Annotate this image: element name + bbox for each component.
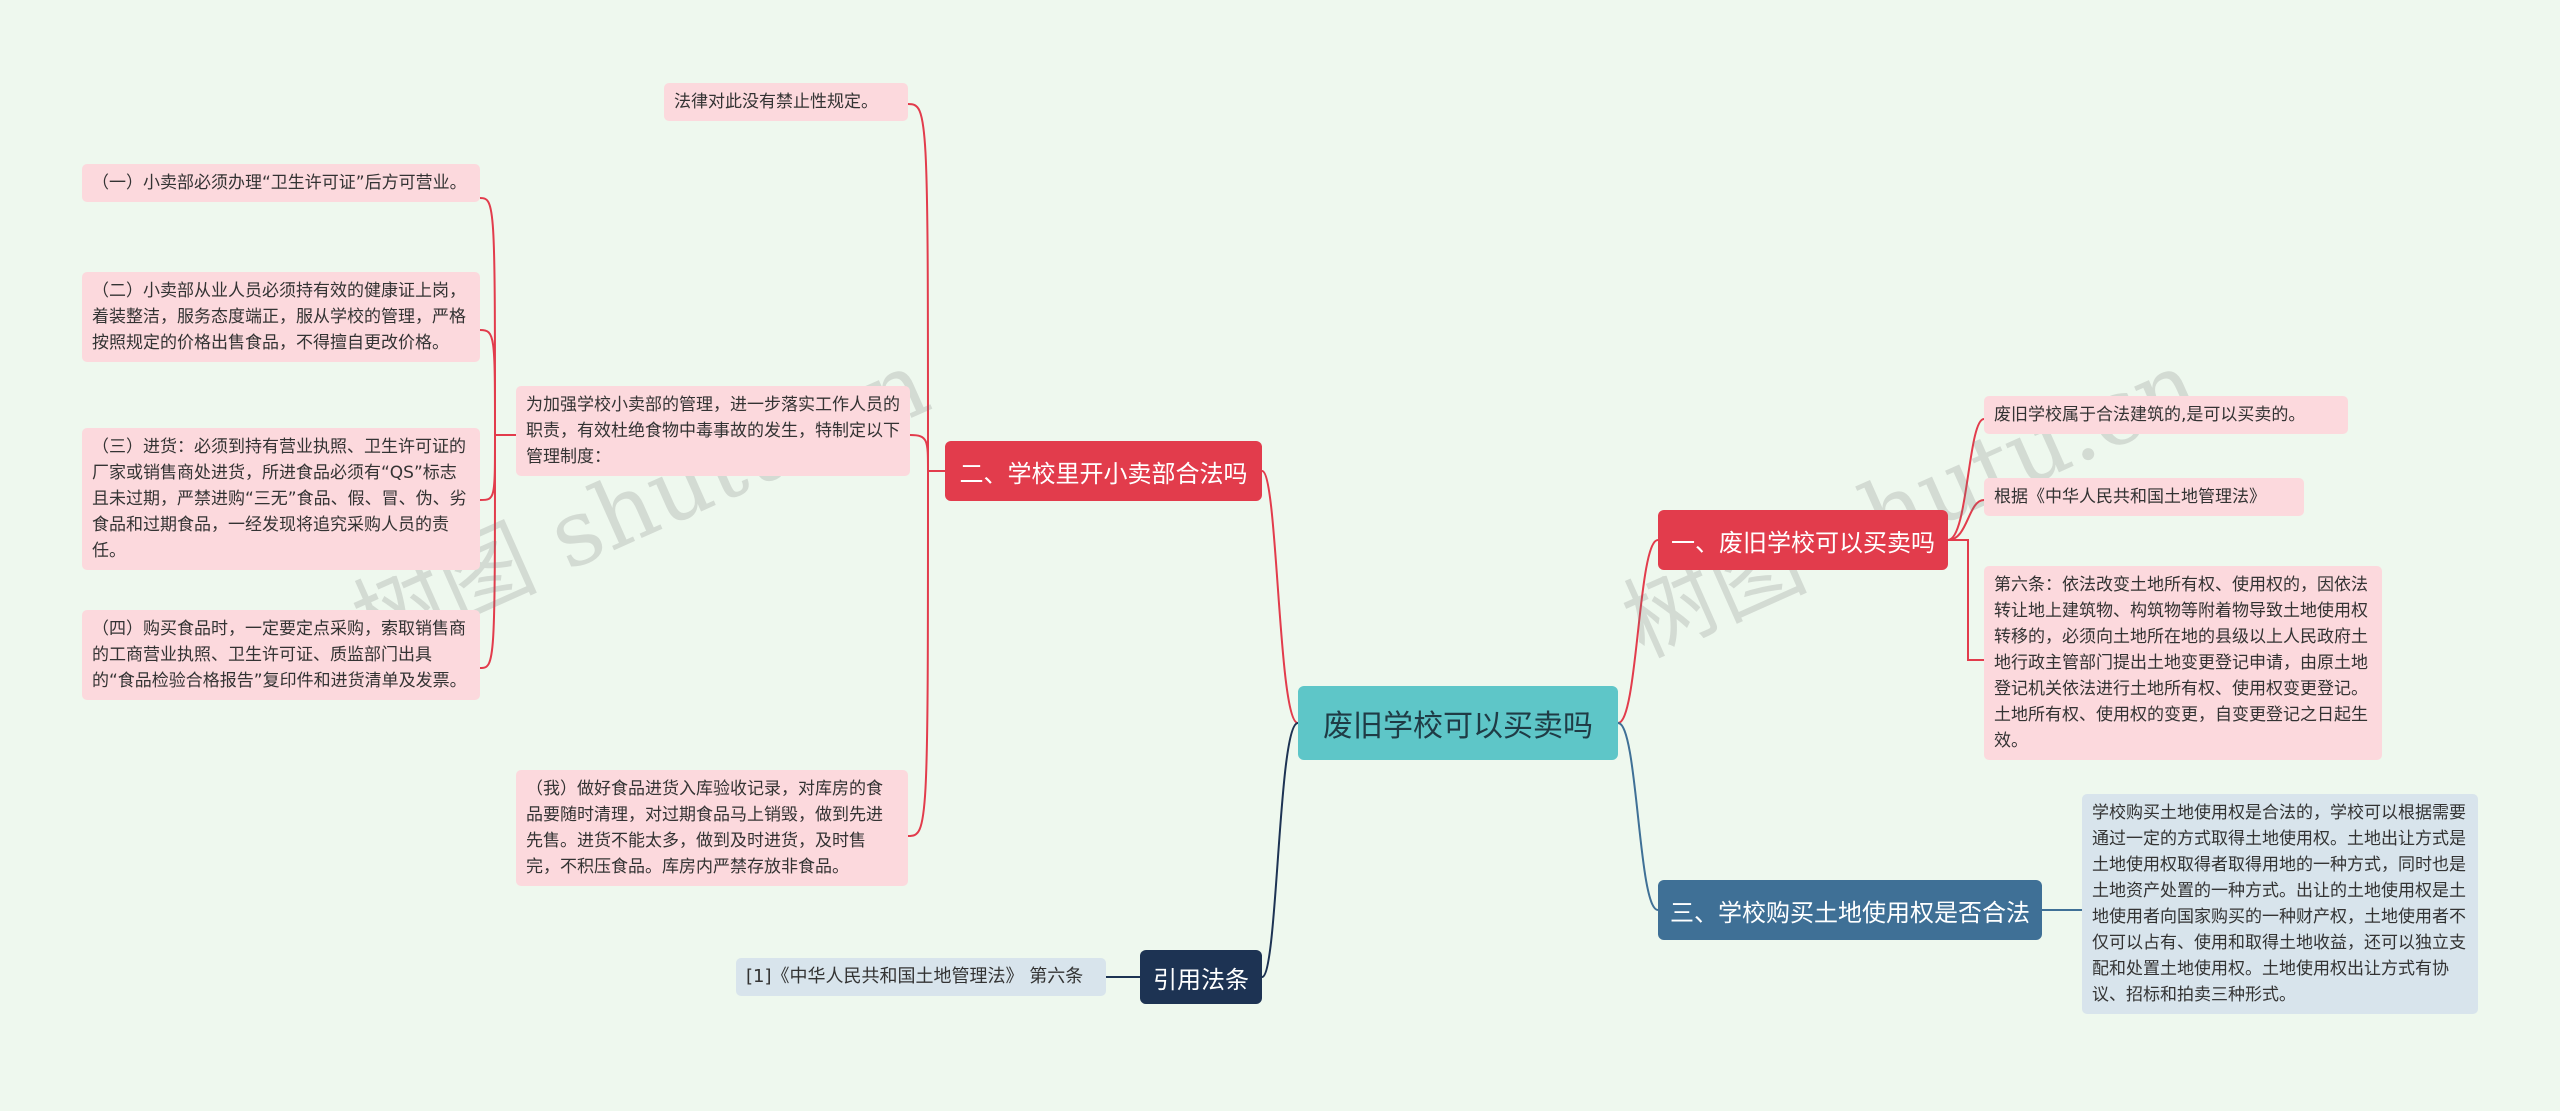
rule-item-1[interactable]: （一）小卖部必须办理“卫生许可证”后方可营业。	[82, 164, 480, 202]
branch-cited-law[interactable]: 引用法条	[1140, 950, 1262, 1004]
leaf-land-law-reference[interactable]: 根据《中华人民共和国土地管理法》	[1984, 478, 2304, 516]
leaf-cited-article[interactable]: [1]《中华人民共和国土地管理法》 第六条	[736, 958, 1106, 996]
rule-item-4[interactable]: （四）购买食品时，一定要定点采购，索取销售商的工商营业执照、卫生许可证、质监部门…	[82, 610, 480, 700]
branch-land-use-right[interactable]: 三、学校购买土地使用权是否合法	[1658, 880, 2042, 940]
rule-item-3[interactable]: （三）进货：必须到持有营业执照、卫生许可证的厂家或销售商处进货，所进食品必须有“…	[82, 428, 480, 570]
central-topic[interactable]: 废旧学校可以买卖吗	[1298, 686, 1618, 760]
leaf-legal-building[interactable]: 废旧学校属于合法建筑的,是可以买卖的。	[1984, 396, 2348, 434]
leaf-management-intro[interactable]: 为加强学校小卖部的管理，进一步落实工作人员的职责，有效杜绝食物中毒事故的发生，特…	[516, 386, 910, 476]
branch-school-store-legal[interactable]: 二、学校里开小卖部合法吗	[945, 441, 1262, 501]
leaf-storage-rule[interactable]: （我）做好食品进货入库验收记录，对库房的食品要随时清理，对过期食品马上销毁，做到…	[516, 770, 908, 886]
branch-waste-school-sale[interactable]: 一、废旧学校可以买卖吗	[1658, 510, 1948, 570]
leaf-no-prohibition[interactable]: 法律对此没有禁止性规定。	[664, 83, 908, 121]
leaf-article-six[interactable]: 第六条：依法改变土地所有权、使用权的，因依法转让地上建筑物、构筑物等附着物导致土…	[1984, 566, 2382, 760]
leaf-land-use-right-legal[interactable]: 学校购买土地使用权是合法的，学校可以根据需要通过一定的方式取得土地使用权。土地出…	[2082, 794, 2478, 1014]
rule-item-2[interactable]: （二）小卖部从业人员必须持有效的健康证上岗，着装整洁，服务态度端正，服从学校的管…	[82, 272, 480, 362]
